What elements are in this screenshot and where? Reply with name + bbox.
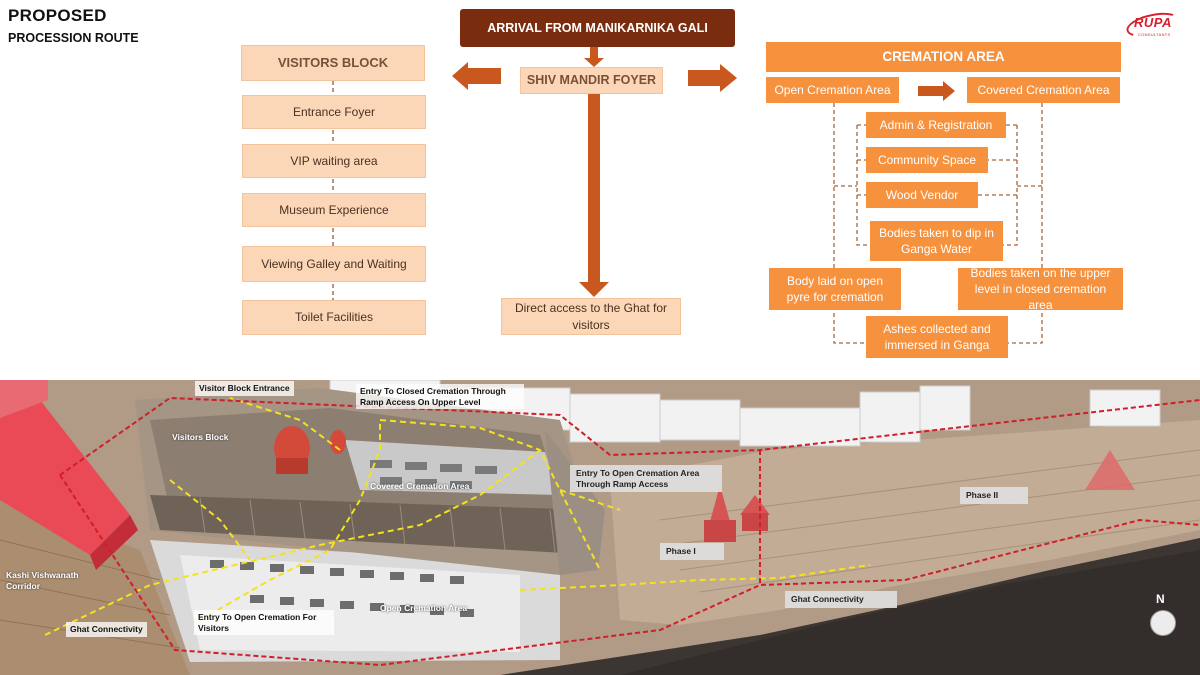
visitor-item-entrance-foyer: Entrance Foyer: [242, 95, 426, 129]
wood-vendor-box: Wood Vendor: [866, 182, 978, 208]
page-subtitle: PROCESSION ROUTE: [8, 31, 139, 45]
admin-registration-box: Admin & Registration: [866, 112, 1006, 138]
arrow-left-icon: [452, 62, 501, 90]
company-logo: RUPA CONSULTANTS: [1124, 8, 1182, 42]
label-visitor-block-entrance: Visitor Block Entrance: [195, 381, 294, 396]
visitors-block-heading: VISITORS BLOCK: [241, 45, 425, 81]
visitor-item-toilet: Toilet Facilities: [242, 300, 426, 335]
bodies-dip-box: Bodies taken to dip in Ganga Water: [870, 221, 1003, 261]
direct-access-box: Direct access to the Ghat for visitors: [501, 298, 681, 335]
community-space-box: Community Space: [866, 147, 988, 173]
label-ghat-connectivity-right: Ghat Connectivity: [785, 591, 897, 608]
label-open-cremation: Open Cremation Area: [380, 603, 468, 613]
ashes-box: Ashes collected and immersed in Ganga: [866, 316, 1008, 358]
north-label: N: [1156, 592, 1165, 606]
page-title: PROPOSED: [8, 6, 107, 25]
site-render: [0, 380, 1200, 675]
compass: N: [1148, 592, 1176, 638]
flow-connectors: [332, 47, 1043, 344]
arrow-open-to-covered-icon: [918, 81, 955, 101]
logo-tagline: CONSULTANTS: [1138, 32, 1171, 37]
label-kashi-corridor: Kashi Vishwanath Corridor: [6, 570, 79, 591]
visitor-item-museum: Museum Experience: [242, 193, 426, 227]
label-covered-cremation: Covered Cremation Area: [370, 481, 470, 491]
arrow-down-long-icon: [579, 94, 609, 297]
arrival-box: ARRIVAL FROM MANIKARNIKA GALI: [460, 9, 735, 47]
bodies-upper-box: Bodies taken on the upper level in close…: [958, 266, 1123, 312]
covered-cremation-box: Covered Cremation Area: [967, 77, 1120, 103]
label-phase-2: Phase II: [960, 487, 1028, 504]
shiv-mandir-foyer-box: SHIV MANDIR FOYER: [520, 67, 663, 94]
arrow-down-icon: [584, 47, 604, 67]
label-visitors-block: Visitors Block: [172, 432, 229, 442]
cremation-dashed-network: [833, 103, 1043, 344]
cremation-area-heading: CREMATION AREA: [766, 42, 1121, 72]
open-cremation-box: Open Cremation Area: [766, 77, 899, 103]
label-phase-1: Phase I: [660, 543, 724, 560]
visitor-item-vip-waiting: VIP waiting area: [242, 144, 426, 178]
label-entry-open-ramp: Entry To Open Cremation Area Through Ram…: [570, 465, 722, 493]
compass-icon: [1150, 610, 1176, 636]
label-ghat-connectivity-left: Ghat Connectivity: [66, 622, 147, 637]
label-entry-visitors: Entry To Open Cremation For Visitors: [194, 610, 334, 636]
arrow-right-icon: [688, 64, 737, 92]
visitor-item-viewing-gallery: Viewing Galley and Waiting: [242, 246, 426, 282]
logo-text: RUPA: [1134, 15, 1172, 30]
body-pyre-box: Body laid on open pyre for cremation: [769, 268, 901, 310]
label-entry-closed-cremation: Entry To Closed Cremation Through Ramp A…: [356, 384, 524, 410]
